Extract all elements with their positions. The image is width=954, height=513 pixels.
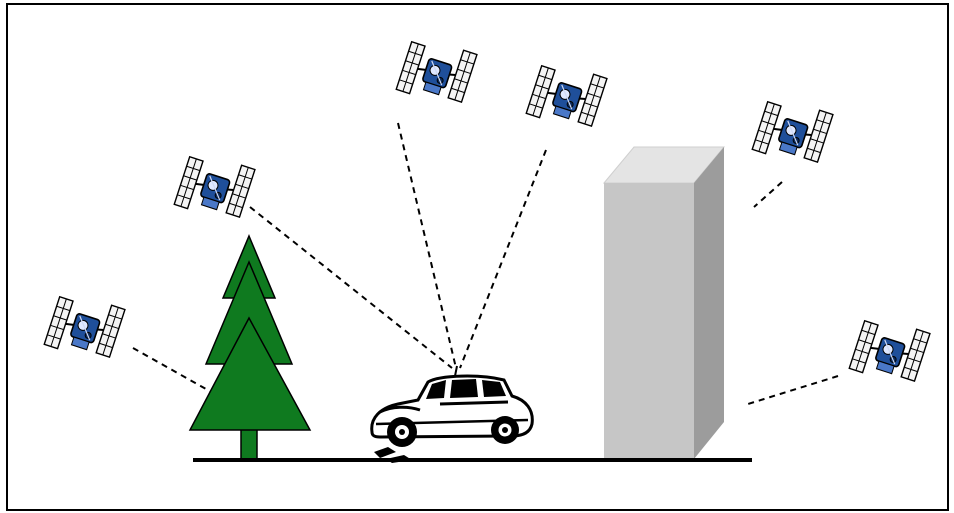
building-icon [602,146,726,459]
signal-lines [132,122,839,405]
tree-icon [188,234,312,460]
signal-line [747,375,839,405]
signal-line [397,122,457,369]
